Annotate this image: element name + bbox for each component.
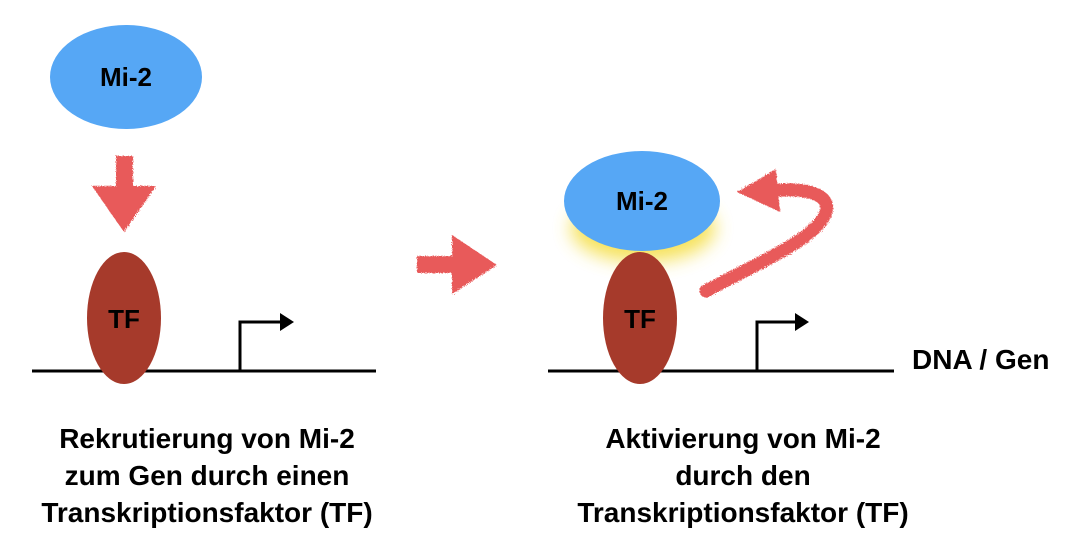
mi2-label-right: Mi-2 <box>616 186 668 216</box>
caption-right-line-2: durch den <box>675 460 811 491</box>
tf-label-right: TF <box>624 304 656 334</box>
caption-left: Rekrutierung von Mi-2 zum Gen durch eine… <box>0 420 437 531</box>
dna-gene-label: DNA / Gen <box>912 344 1050 375</box>
activation-curved-arrow-icon <box>699 183 834 298</box>
left-panel: TF Mi-2 <box>32 25 376 384</box>
caption-right-line-3: Transkriptionsfaktor (TF) <box>577 497 909 528</box>
caption-right: Aktivierung von Mi-2 durch den Transkrip… <box>513 420 973 531</box>
tss-bent-arrow-right-icon <box>755 320 795 371</box>
caption-left-line-2: zum Gen durch einen <box>64 460 350 491</box>
caption-right-line-1: Aktivierung von Mi-2 <box>605 423 881 454</box>
recruitment-arrow-down-icon <box>92 156 156 232</box>
tf-oval-left <box>87 252 161 384</box>
mi2-label-left: Mi-2 <box>100 62 152 92</box>
tf-oval-right <box>603 252 677 384</box>
mi2-oval-right <box>564 151 720 251</box>
tss-bent-arrow-left-icon <box>238 320 280 371</box>
caption-left-line-1: Rekrutierung von Mi-2 <box>59 423 355 454</box>
mi2-oval-left <box>50 25 202 129</box>
transition-arrow-right-icon <box>417 235 497 294</box>
right-panel: TF Mi-2 <box>548 151 894 384</box>
activation-curved-arrowhead-icon <box>737 169 780 212</box>
tf-label-left: TF <box>108 304 140 334</box>
caption-left-line-3: Transkriptionsfaktor (TF) <box>41 497 373 528</box>
